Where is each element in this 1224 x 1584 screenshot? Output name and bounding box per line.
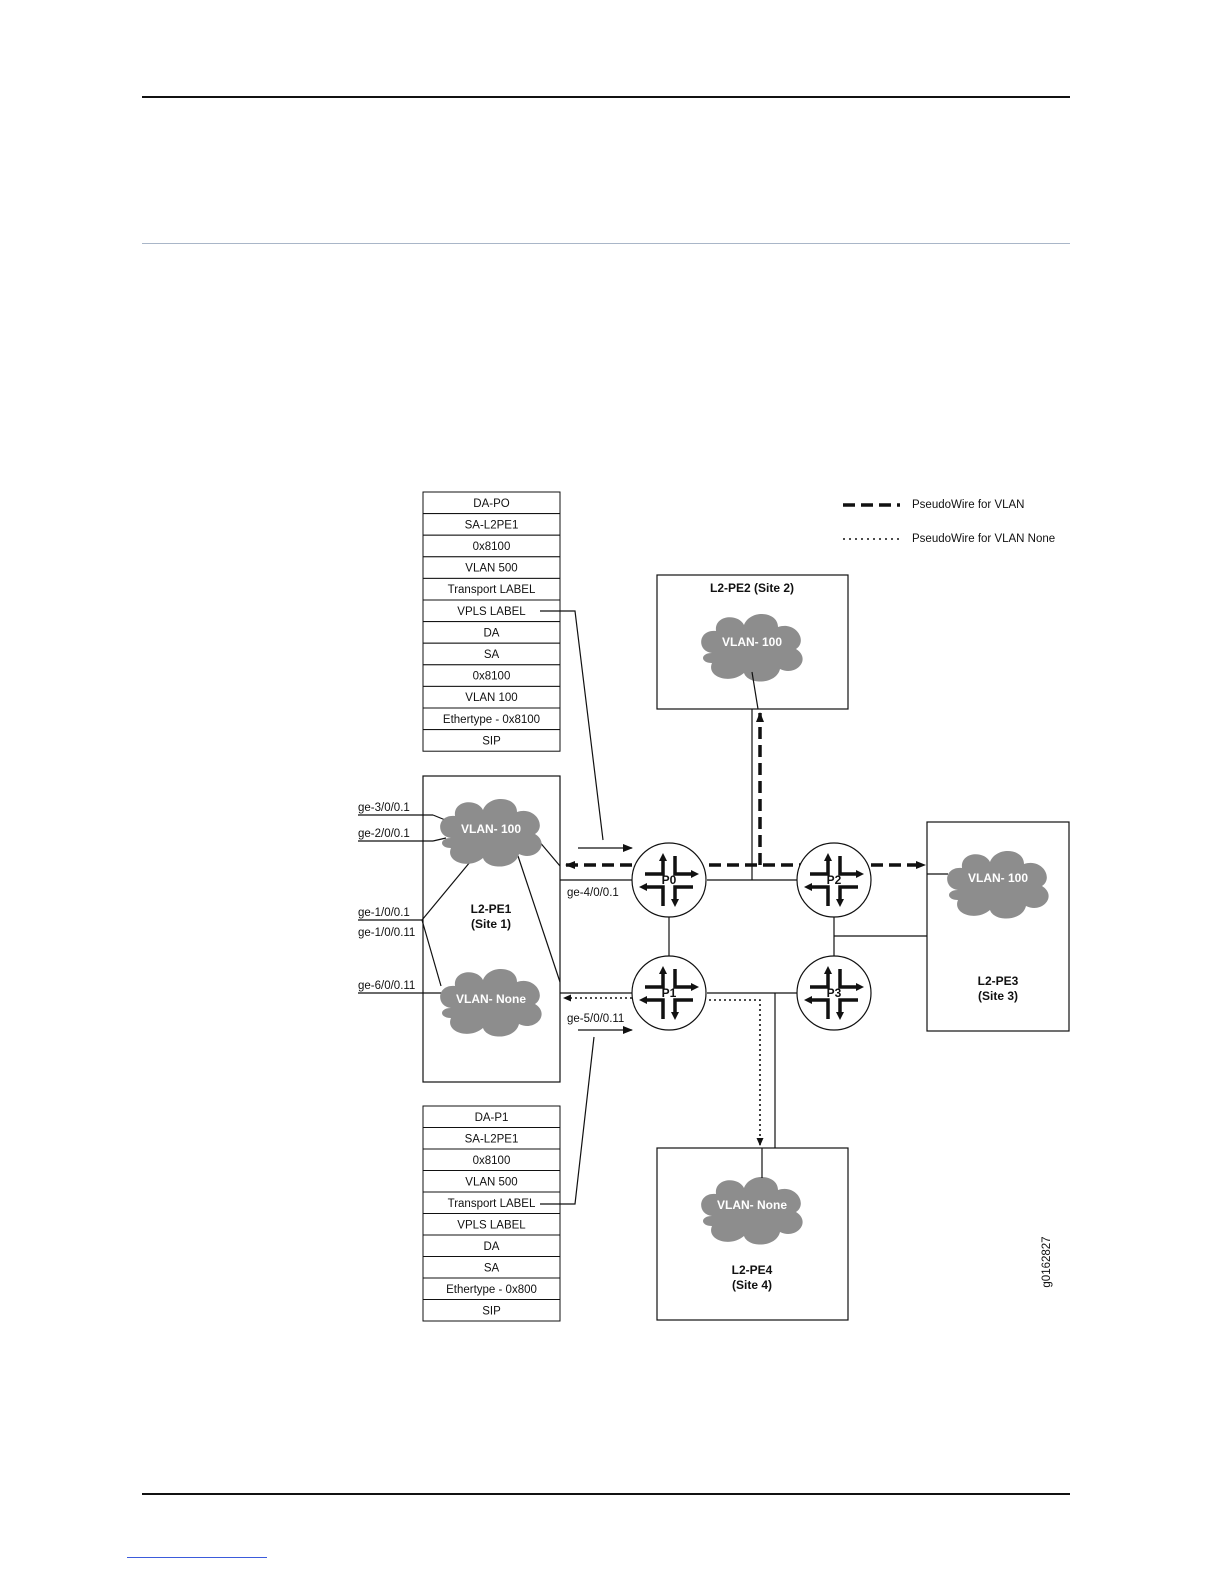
pe4-name: L2-PE4	[732, 1263, 773, 1277]
frame-field-label: SIP	[482, 1305, 501, 1317]
frame-field-label: VLAN 500	[465, 1176, 517, 1188]
router-p0-label: P0	[662, 873, 677, 887]
pseudowire-vlan	[565, 712, 926, 869]
cloud-pe4-vlan-none-label: VLAN- None	[717, 1198, 787, 1212]
frame-field-label: VPLS LABEL	[457, 606, 526, 618]
callout-vpls-label	[540, 610, 604, 841]
frame-field-cell	[422, 729, 561, 752]
iface-ge-5-0-0-11: ge-5/0/0.11	[567, 1013, 624, 1025]
router-p3: P3	[795, 954, 873, 1032]
frame-field-label: Ethertype - 0x800	[446, 1284, 537, 1296]
legend: PseudoWire for VLAN PseudoWire for VLAN …	[843, 499, 1055, 545]
frame-field-label: VLAN 500	[465, 563, 517, 575]
pe3-name: L2-PE3	[978, 974, 1019, 988]
figure-id: g0162827	[1041, 1236, 1053, 1287]
frame-field-label: SA	[484, 649, 500, 661]
router-p1: P1	[630, 954, 708, 1032]
cloud-pe2-vlan100-label: VLAN- 100	[722, 635, 782, 649]
router-p1-label: P1	[662, 986, 677, 1000]
cloud-pe4-vlan-none: VLAN- None	[701, 1176, 803, 1245]
frame-field-label: VPLS LABEL	[457, 1219, 526, 1231]
pe1-name: L2-PE1	[471, 902, 512, 916]
iface-ge-4-0-0-1: ge-4/0/0.1	[567, 887, 619, 899]
iface-ge-1-0-0-11: ge-1/0/0.11	[358, 927, 415, 939]
iface-ge-3-0-0-1: ge-3/0/0.1	[358, 802, 410, 814]
cloud-pe1-vlan-none-label: VLAN- None	[456, 992, 526, 1006]
pe1-site: (Site 1)	[471, 917, 511, 931]
frame-field-label: SA-L2PE1	[465, 519, 519, 531]
footer-rule	[142, 1493, 1070, 1495]
cloud-pe2-vlan100: VLAN- 100	[701, 613, 803, 682]
section-divider	[142, 243, 1070, 244]
frame-field-label: 0x8100	[473, 541, 511, 553]
frame-field-label: Transport LABEL	[448, 584, 536, 596]
header-rule	[142, 96, 1070, 98]
frame-field-label: DA	[484, 1241, 500, 1253]
iface-ge-1-0-0-1: ge-1/0/0.1	[358, 907, 410, 919]
footer-link-underline[interactable]	[127, 1557, 267, 1558]
pseudowire-vlan-none	[563, 994, 764, 1146]
interface-lines	[358, 814, 561, 994]
cloud-pe3-vlan100: VLAN- 100	[947, 850, 1049, 919]
cloud-pe3-vlan100-label: VLAN- 100	[968, 871, 1028, 885]
frame-field-label: 0x8100	[473, 1155, 511, 1167]
cloud-pe1-vlan100: VLAN- 100	[440, 798, 542, 867]
router-p2-label: P2	[827, 873, 842, 887]
frame-field-label: DA	[484, 627, 500, 639]
iface-ge-2-0-0-1: ge-2/0/0.1	[358, 828, 410, 840]
cloud-pe1-vlan100-label: VLAN- 100	[461, 822, 521, 836]
frame-field-label: DA-P1	[475, 1112, 509, 1124]
router-p3-label: P3	[827, 986, 842, 1000]
cloud-pe1-vlan-none: VLAN- None	[440, 968, 542, 1037]
frame-field-label: SA	[484, 1262, 500, 1274]
legend-dotted-label: PseudoWire for VLAN None	[912, 533, 1055, 545]
frame-field-label: 0x8100	[473, 671, 511, 683]
pe2-label: L2-PE2 (Site 2)	[710, 581, 794, 595]
iface-ge-6-0-0-11: ge-6/0/0.11	[358, 980, 415, 992]
callout-transport-label	[540, 1036, 595, 1205]
legend-dashed-label: PseudoWire for VLAN	[912, 499, 1025, 511]
frame-field-label: SIP	[482, 735, 501, 747]
frame-field-cell	[422, 1299, 561, 1322]
frame-field-label: Transport LABEL	[448, 1198, 536, 1210]
pe4-site: (Site 4)	[732, 1278, 772, 1292]
backbone-links	[560, 709, 927, 1148]
router-p2: P2	[795, 841, 873, 919]
frame-field-label: DA-PO	[473, 498, 509, 510]
router-p0: P0	[630, 841, 708, 919]
frame-field-label: Ethertype - 0x8100	[443, 714, 540, 726]
frame-field-label: SA-L2PE1	[465, 1133, 519, 1145]
frame-field-label: VLAN 100	[465, 692, 517, 704]
pe3-site: (Site 3)	[978, 989, 1018, 1003]
